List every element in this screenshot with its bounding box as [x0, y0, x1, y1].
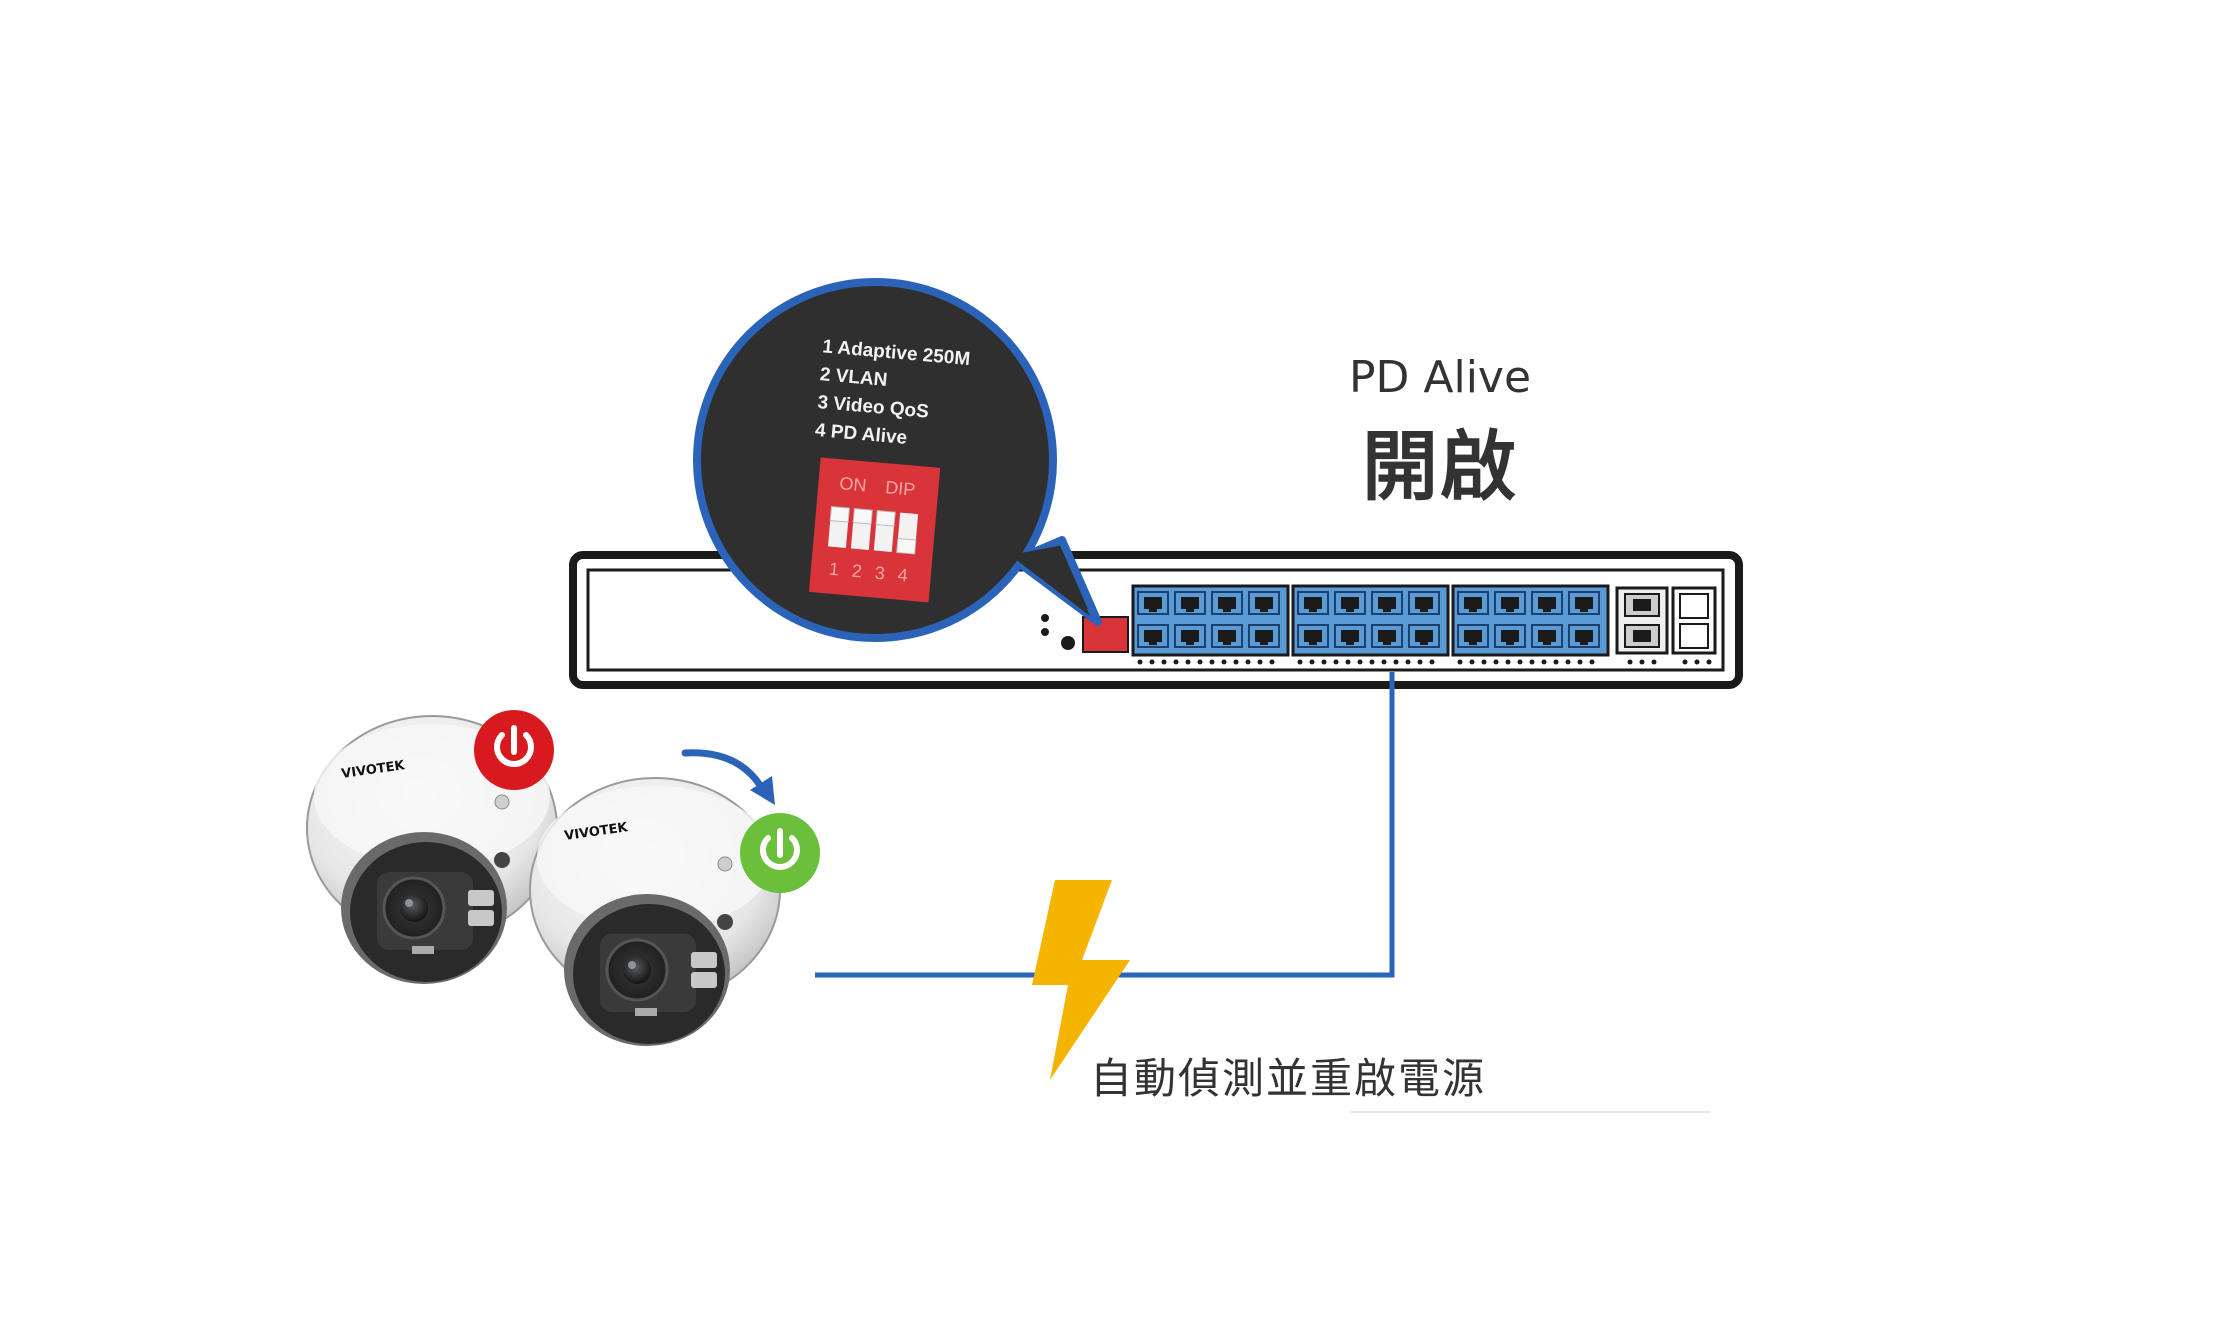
- power-on-icon: [740, 813, 820, 893]
- feature-title: PD Alive: [1348, 352, 1532, 403]
- poe-cable: [815, 672, 1395, 978]
- uplink-ports: [1615, 586, 1669, 655]
- port-group-3: [1451, 584, 1610, 657]
- auto-reboot-caption: 自動偵測並重啟電源: [1090, 1054, 1487, 1103]
- dip-switch-red-box: [1082, 616, 1129, 653]
- dip-num-2: 2: [851, 561, 863, 582]
- port-group-1: [1131, 584, 1290, 657]
- power-off-icon: [474, 710, 554, 790]
- dip-dip-label: DIP: [884, 477, 916, 500]
- dip-num-4: 4: [897, 565, 909, 586]
- dip-switch-block: ON DIP 1 2 3 4: [808, 457, 941, 603]
- sfp-ports: [1671, 586, 1717, 655]
- dip-num-1: 1: [828, 559, 840, 580]
- camera-after-reboot: [528, 776, 782, 1048]
- dip-on-label: ON: [839, 473, 868, 495]
- feature-state: 開啟: [1362, 422, 1518, 511]
- port-group-2: [1291, 584, 1450, 657]
- dip-switch-callout: 1 Adaptive 250M 2 VLAN 3 Video QoS 4 PD …: [693, 278, 1102, 642]
- dip-num-3: 3: [874, 563, 886, 584]
- port-leds: [1137, 659, 1712, 665]
- lightning-icon: [1032, 880, 1130, 1080]
- reboot-arrow-icon: [681, 749, 775, 805]
